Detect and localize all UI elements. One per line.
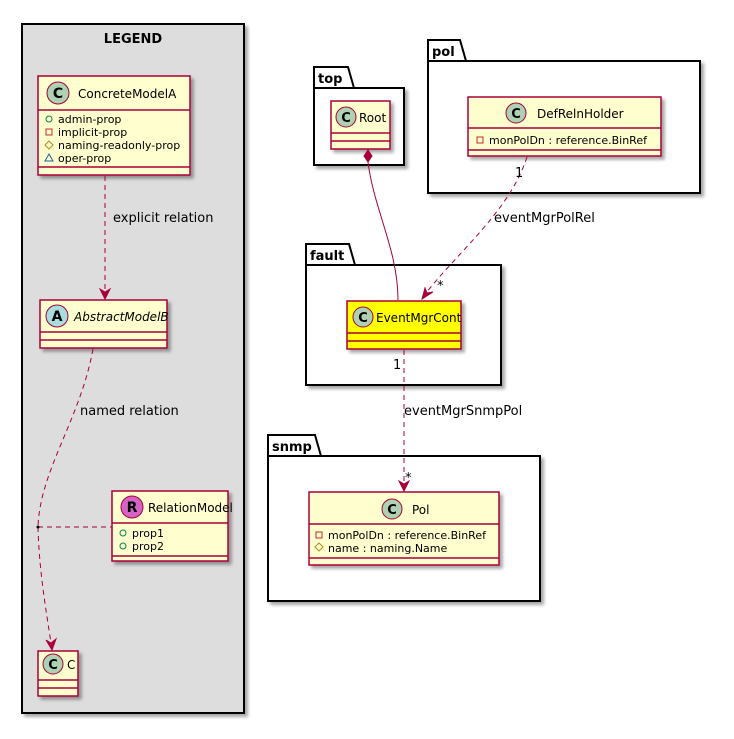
- explicit-relation-edge: explicit relation: [98, 176, 213, 301]
- private-visibility-icon: [476, 136, 484, 144]
- prop-oper: oper-prop: [58, 152, 111, 165]
- abstract-stereotype-icon: [45, 304, 69, 328]
- eventmgrsnmppol-label: eventMgrSnmpPol: [404, 404, 522, 419]
- root-class: C Root: [330, 100, 391, 150]
- attr-monpoldn: monPolDn : reference.BinRef: [328, 529, 487, 542]
- stereotype-letter: R: [127, 500, 138, 516]
- stereotype-letter: C: [511, 107, 521, 122]
- class-stereotype-icon: [42, 653, 64, 675]
- eventmgrpolrel-edge: eventMgrPolRel 1 *: [421, 156, 595, 301]
- public-visibility-icon: [119, 529, 127, 537]
- prop-implicit: implicit-prop: [58, 126, 127, 139]
- stereotype-letter: C: [53, 86, 63, 102]
- class-name: C: [67, 658, 75, 672]
- eventmgrsnmppol-edge: eventMgrSnmpPol 1 *: [393, 350, 522, 493]
- package-fault: fault C EventMgrCont: [305, 243, 502, 386]
- public-visibility-icon: [45, 115, 53, 123]
- class-stereotype-icon: [352, 306, 374, 328]
- concrete-model-class: C ConcreteModelA admin-prop implicit-pro…: [37, 75, 191, 176]
- private-visibility-icon: [45, 128, 53, 136]
- attr-monpoldn: monPolDn : reference.BinRef: [489, 134, 648, 147]
- stereotype-letter: C: [387, 503, 397, 518]
- class-name: Pol: [412, 503, 429, 517]
- stereotype-letter: A: [52, 309, 63, 325]
- defrelnholder-class: C DefRelnHolder monPolDn : reference.Bin…: [467, 96, 662, 157]
- eventmgrpolrel-to-multiplicity: *: [437, 279, 444, 294]
- class-name: ConcreteModelA: [78, 87, 177, 101]
- prop-prop1: prop1: [132, 527, 164, 540]
- class-name: EventMgrCont: [376, 311, 462, 325]
- package-name: snmp: [272, 440, 312, 455]
- c-class: C C: [37, 650, 79, 697]
- abstract-model-class: A AbstractModelB: [39, 299, 169, 349]
- class-name: Root: [359, 111, 386, 125]
- eventmgrpolrel-from-multiplicity: 1: [515, 166, 523, 181]
- prop-prop2: prop2: [132, 540, 164, 553]
- prop-naming-readonly: naming-readonly-prop: [58, 139, 180, 152]
- legend-title: LEGEND: [104, 32, 163, 47]
- composition-root-eventmgrcont: [363, 149, 399, 301]
- attr-name: name : naming.Name: [328, 542, 448, 555]
- relation-model-class: R RelationModel prop1 prop2: [111, 490, 233, 562]
- named-relation-edge: named relation: [36, 348, 179, 652]
- package-top: top C Root: [313, 66, 405, 166]
- explicit-relation-label: explicit relation: [113, 211, 213, 226]
- class-name: AbstractModelB: [73, 310, 169, 324]
- package-name: top: [318, 72, 342, 87]
- prop-admin: admin-prop: [58, 113, 121, 126]
- class-name: DefRelnHolder: [537, 107, 624, 121]
- eventmgrpolrel-label: eventMgrPolRel: [494, 211, 595, 226]
- stereotype-letter: C: [341, 111, 351, 126]
- class-stereotype-icon: [46, 81, 70, 105]
- package-visibility-icon: [44, 152, 54, 162]
- protected-visibility-icon: [314, 542, 324, 552]
- package-name: fault: [310, 249, 344, 264]
- eventmgrcont-class: C EventMgrCont: [346, 300, 462, 350]
- public-visibility-icon: [119, 542, 127, 550]
- package-name: pol: [432, 45, 455, 60]
- class-stereotype-icon: [381, 498, 403, 520]
- package-snmp: snmp C Pol monPolDn : reference.BinRef n…: [267, 434, 541, 602]
- stereotype-letter: C: [358, 311, 368, 326]
- class-name: RelationModel: [148, 501, 233, 515]
- class-stereotype-icon: [335, 106, 357, 128]
- relation-stereotype-icon: [120, 495, 144, 519]
- pol-class: C Pol monPolDn : reference.BinRef name :…: [308, 491, 500, 566]
- private-visibility-icon: [315, 531, 323, 539]
- protected-visibility-icon: [44, 140, 54, 150]
- stereotype-letter: C: [48, 658, 58, 673]
- named-relation-label: named relation: [80, 404, 179, 419]
- eventmgrsnmppol-from-multiplicity: 1: [393, 358, 401, 373]
- eventmgrsnmppol-to-multiplicity: *: [405, 471, 412, 486]
- package-pol: pol C DefRelnHolder monPolDn : reference…: [427, 39, 701, 194]
- class-stereotype-icon: [505, 102, 527, 124]
